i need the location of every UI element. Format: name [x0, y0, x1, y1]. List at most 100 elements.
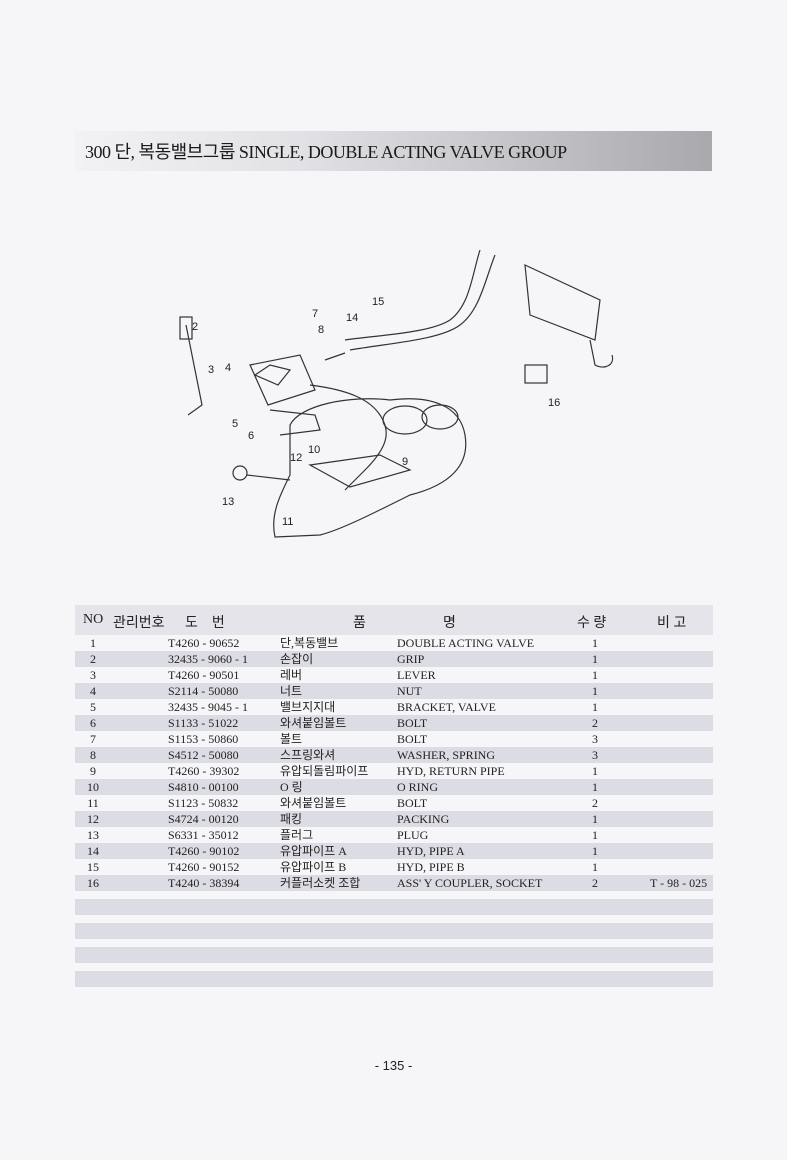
- row-quantity: 1: [592, 844, 598, 858]
- row-no: 16: [87, 876, 99, 890]
- row-english-name: O RING: [397, 780, 438, 794]
- table-row: 11 S1123 - 50832 와셔붙임볼트 BOLT 2: [75, 795, 713, 811]
- row-korean-name: 손잡이: [280, 652, 314, 666]
- row-english-name: WASHER, SPRING: [397, 748, 496, 762]
- col-note: 비 고: [657, 616, 687, 631]
- row-no: 4: [90, 684, 96, 698]
- page-title: 300 단, 복동밸브그룹 SINGLE, DOUBLE ACTING VALV…: [85, 142, 567, 162]
- row-quantity: 1: [592, 860, 598, 874]
- row-english-name: LEVER: [397, 668, 436, 682]
- svg-text:15: 15: [372, 296, 384, 308]
- svg-text:8: 8: [318, 324, 324, 336]
- row-korean-name: 패킹: [280, 812, 303, 826]
- row-no: 5: [90, 700, 96, 714]
- svg-text:2: 2: [192, 321, 198, 333]
- empty-band: [75, 899, 713, 915]
- row-english-name: PACKING: [397, 812, 450, 826]
- row-korean-name: 볼트: [280, 732, 303, 746]
- page-title-bar: 300 단, 복동밸브그룹 SINGLE, DOUBLE ACTING VALV…: [75, 131, 712, 171]
- row-english-name: HYD, PIPE A: [397, 844, 465, 858]
- row-part-number: T4260 - 39302: [168, 764, 240, 778]
- parts-diagram-drawing: 2 3 4 5 6 7 8 9 10 11 12 13 14 15 16: [179, 249, 614, 538]
- svg-text:11: 11: [282, 516, 293, 528]
- row-no: 2: [90, 652, 96, 666]
- row-part-number: S4512 - 50080: [168, 748, 239, 762]
- row-quantity: 2: [592, 876, 598, 890]
- table-row: 12 S4724 - 00120 패킹 PACKING 1: [75, 811, 713, 827]
- col-mgmt: 관리번호: [113, 616, 165, 631]
- row-no: 15: [87, 860, 99, 874]
- svg-text:3: 3: [208, 364, 214, 376]
- col-qty: 수 량: [577, 616, 607, 631]
- empty-band: [75, 923, 713, 939]
- row-korean-name: 스프링와셔: [280, 748, 336, 762]
- row-part-number: 32435 - 9045 - 1: [168, 700, 248, 714]
- row-no: 6: [90, 716, 96, 730]
- svg-text:16: 16: [548, 397, 560, 409]
- row-quantity: 1: [592, 828, 598, 842]
- svg-text:10: 10: [308, 444, 320, 456]
- row-no: 13: [87, 828, 99, 842]
- row-english-name: GRIP: [397, 652, 425, 666]
- row-part-number: S6331 - 35012: [168, 828, 239, 842]
- row-english-name: BRACKET, VALVE: [397, 700, 496, 714]
- row-quantity: 1: [592, 636, 598, 650]
- row-part-number: T4260 - 90102: [168, 844, 240, 858]
- row-part-number: S2114 - 50080: [168, 684, 239, 698]
- row-korean-name: 단,복동밸브: [280, 636, 339, 650]
- col-drawing: 도 번: [185, 616, 225, 631]
- row-korean-name: 레버: [280, 668, 303, 682]
- row-quantity: 1: [592, 764, 598, 778]
- row-part-number: T4260 - 90501: [168, 668, 240, 682]
- row-part-number: S4724 - 00120: [168, 812, 239, 826]
- row-english-name: HYD, PIPE B: [397, 860, 465, 874]
- row-no: 12: [87, 812, 99, 826]
- svg-text:12: 12: [290, 452, 302, 464]
- row-no: 9: [90, 764, 96, 778]
- svg-text:14: 14: [346, 312, 358, 324]
- col-name-2: 명: [443, 616, 456, 631]
- row-korean-name: O 링: [280, 780, 303, 794]
- row-part-number: T4260 - 90152: [168, 860, 240, 874]
- parts-diagram: 2 3 4 5 6 7 8 9 10 11 12 13 14 15 16: [150, 225, 630, 555]
- svg-text:7: 7: [312, 308, 318, 320]
- svg-text:9: 9: [402, 456, 408, 468]
- svg-text:13: 13: [222, 496, 234, 508]
- row-no: 11: [87, 796, 99, 810]
- row-no: 14: [87, 844, 99, 858]
- row-english-name: BOLT: [397, 732, 428, 746]
- row-english-name: BOLT: [397, 716, 428, 730]
- row-quantity: 3: [592, 748, 598, 762]
- row-part-number: 32435 - 9060 - 1: [168, 652, 248, 666]
- row-korean-name: 커플러소켓 조합: [280, 876, 361, 890]
- row-quantity: 2: [592, 796, 598, 810]
- row-no: 7: [90, 732, 96, 746]
- row-quantity: 1: [592, 780, 598, 794]
- row-english-name: NUT: [397, 684, 422, 698]
- row-part-number: S1133 - 51022: [168, 716, 239, 730]
- row-quantity: 1: [592, 812, 598, 826]
- row-quantity: 1: [592, 684, 598, 698]
- row-korean-name: 유압되돌림파이프: [280, 764, 369, 778]
- row-korean-name: 와셔붙임볼트: [280, 796, 347, 810]
- row-no: 3: [90, 668, 96, 682]
- row-part-number: S1123 - 50832: [168, 796, 239, 810]
- svg-text:6: 6: [248, 430, 254, 442]
- row-korean-name: 와셔붙임볼트: [280, 716, 347, 730]
- row-part-number: T4260 - 90652: [168, 636, 240, 650]
- row-english-name: BOLT: [397, 796, 428, 810]
- row-note: T - 98 - 025: [650, 876, 708, 890]
- row-part-number: S1153 - 50860: [168, 732, 239, 746]
